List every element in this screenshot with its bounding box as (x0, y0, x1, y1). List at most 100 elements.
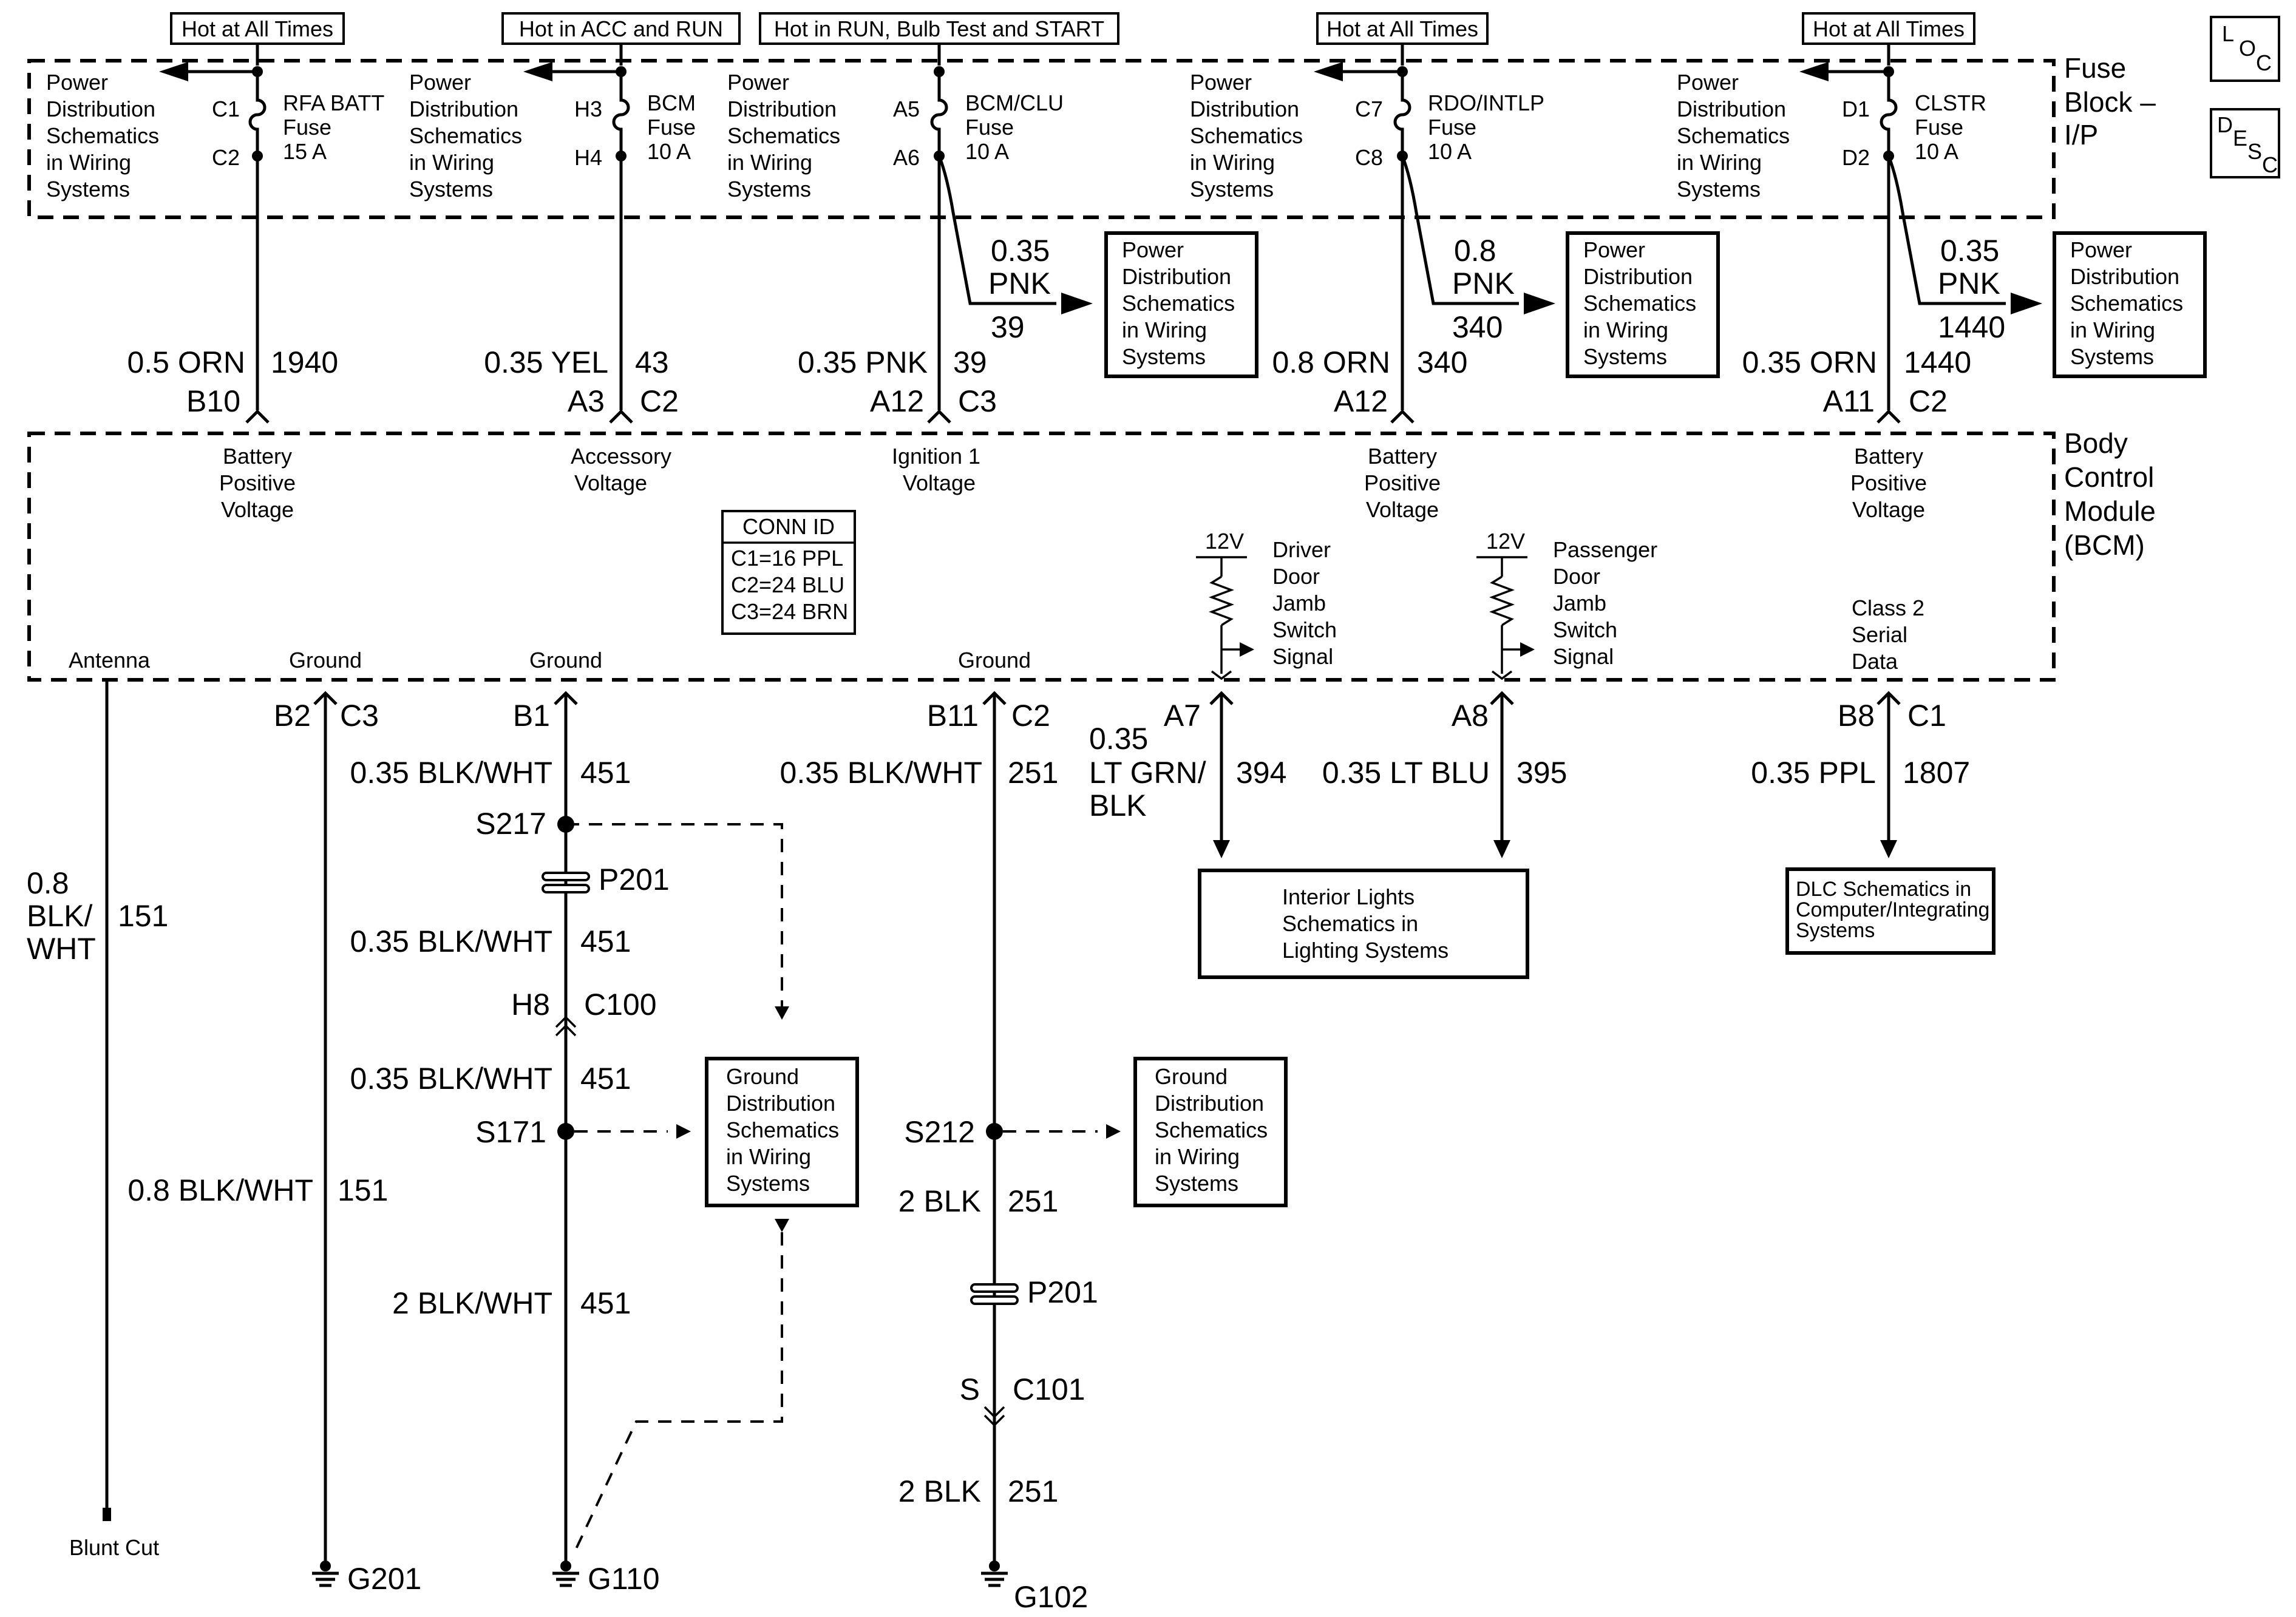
svg-text:Positive: Positive (1850, 470, 1927, 495)
desc-icon[interactable]: D E S C (2210, 108, 2280, 178)
svg-text:A3: A3 (568, 384, 605, 418)
svg-text:Class 2: Class 2 (1852, 595, 1924, 620)
svg-text:A8: A8 (1452, 699, 1489, 733)
svg-text:Schematics: Schematics (726, 1117, 839, 1142)
svg-text:B2: B2 (274, 699, 311, 733)
svg-text:Power: Power (2070, 237, 2132, 262)
bcm-input-ignition: Ignition 1 Voltage (892, 444, 980, 495)
svg-text:15 A: 15 A (283, 139, 327, 164)
svg-text:Control: Control (2064, 461, 2154, 493)
svg-text:LT GRN/: LT GRN/ (1089, 756, 1206, 790)
svg-text:Schematics: Schematics (1190, 123, 1303, 148)
loc-icon[interactable]: L O C (2210, 16, 2280, 82)
bcm-outline (27, 432, 2056, 682)
svg-text:Schematics: Schematics (1122, 291, 1235, 316)
svg-text:0.35 YEL: 0.35 YEL (484, 345, 608, 379)
upper-wire-43: 0.35 YEL 43 A3 C2 (484, 156, 679, 424)
svg-text:1807: 1807 (1903, 756, 1970, 790)
svg-text:(BCM): (BCM) (2064, 529, 2145, 561)
g201-wire-151: B2 C3 0.8 BLK/WHT 151 (127, 691, 388, 1562)
svg-text:Ground: Ground (726, 1064, 799, 1089)
svg-text:C100: C100 (584, 988, 657, 1022)
svg-text:C: C (2262, 152, 2278, 177)
bcm-input-battery-2: Battery Positive Voltage (1364, 444, 1441, 522)
svg-text:Hot at All Times: Hot at All Times (182, 16, 333, 41)
svg-text:WHT: WHT (27, 932, 96, 966)
svg-text:Schematics in: Schematics in (1282, 911, 1418, 936)
svg-text:CONN ID: CONN ID (742, 514, 835, 539)
svg-text:A11: A11 (1823, 384, 1875, 418)
svg-text:BCM/CLU: BCM/CLU (965, 90, 1064, 115)
svg-text:Signal: Signal (1553, 644, 1614, 669)
svg-text:BLK/: BLK/ (27, 899, 93, 933)
fuse-block-outline (27, 59, 2056, 219)
svg-text:451: 451 (580, 1062, 631, 1096)
svg-text:Voltage: Voltage (1852, 497, 1925, 522)
svg-text:Distribution: Distribution (409, 97, 518, 121)
svg-text:C2: C2 (640, 384, 679, 418)
svg-text:Hot at All Times: Hot at All Times (1813, 16, 1965, 41)
svg-text:394: 394 (1236, 756, 1286, 790)
svg-text:10 A: 10 A (1915, 139, 1958, 164)
svg-text:B11: B11 (927, 699, 979, 733)
hot-label-2: Hot in ACC and RUN (501, 12, 741, 45)
svg-text:Block –: Block – (2064, 86, 2156, 118)
svg-text:151: 151 (338, 1173, 388, 1207)
svg-text:C1=16 PPL: C1=16 PPL (731, 546, 843, 571)
svg-text:G110: G110 (588, 1562, 660, 1596)
svg-text:H4: H4 (574, 145, 602, 170)
svg-text:251: 251 (1008, 756, 1058, 790)
svg-text:in Wiring: in Wiring (2070, 317, 2155, 342)
svg-text:Schematics: Schematics (727, 123, 840, 148)
svg-text:O: O (2239, 36, 2256, 61)
svg-text:Battery: Battery (1368, 444, 1437, 469)
ground-dist-box-1: Ground Distribution Schematics in Wiring… (705, 1057, 859, 1207)
svg-text:C2: C2 (1011, 699, 1050, 733)
svg-text:C3: C3 (958, 384, 997, 418)
svg-text:0.35 BLK/WHT: 0.35 BLK/WHT (780, 756, 982, 790)
svg-text:Ground: Ground (1155, 1064, 1228, 1089)
svg-text:Power: Power (409, 70, 471, 95)
svg-text:D: D (2217, 112, 2233, 137)
svg-text:Fuse: Fuse (965, 115, 1014, 140)
svg-text:in Wiring: in Wiring (726, 1144, 811, 1169)
svg-text:Switch: Switch (1553, 617, 1617, 642)
bcm-input-battery-3: Battery Positive Voltage (1850, 444, 1927, 522)
svg-text:451: 451 (580, 756, 631, 790)
svg-text:Schematics: Schematics (2070, 291, 2183, 316)
svg-text:Fuse: Fuse (647, 115, 696, 140)
branch-340: 0.8 PNK 340 (1401, 155, 1555, 344)
svg-text:Fuse: Fuse (1428, 115, 1476, 140)
svg-text:2 BLK/WHT: 2 BLK/WHT (392, 1286, 552, 1320)
svg-text:BLK: BLK (1089, 788, 1147, 822)
svg-text:0.35: 0.35 (1089, 722, 1148, 756)
svg-text:10 A: 10 A (647, 139, 691, 164)
svg-text:PNK: PNK (1938, 266, 2000, 300)
splice-s217: S217 (475, 807, 574, 841)
fuse-rfa-batt: C1 C2 RFA BATT Fuse 15 A Power Distribut… (46, 44, 384, 202)
svg-text:Jamb: Jamb (1272, 591, 1326, 615)
svg-text:H8: H8 (511, 988, 550, 1022)
fuse-rdo-intlp: C7 C8 RDO/INTLP Fuse 10 A Power Distribu… (1190, 44, 1544, 202)
svg-text:in Wiring: in Wiring (727, 150, 812, 175)
svg-text:Systems: Systems (2070, 344, 2154, 369)
svg-text:2 BLK: 2 BLK (898, 1474, 981, 1508)
svg-text:151: 151 (118, 899, 168, 933)
svg-text:I/P: I/P (2064, 119, 2098, 151)
svg-text:Distribution: Distribution (1677, 97, 1786, 121)
svg-text:Distribution: Distribution (1583, 264, 1693, 289)
svg-text:Interior Lights: Interior Lights (1282, 884, 1415, 909)
svg-text:RFA BATT: RFA BATT (283, 90, 384, 115)
fuse-bcm-clu: A5 A6 BCM/CLU Fuse 10 A Power Distributi… (727, 44, 1064, 202)
svg-text:C7: C7 (1355, 97, 1383, 121)
svg-text:1940: 1940 (271, 345, 338, 379)
ground-g102-icon: G102 (981, 1561, 1088, 1614)
svg-text:10 A: 10 A (1428, 139, 1472, 164)
svg-text:Voltage: Voltage (903, 470, 976, 495)
svg-text:340: 340 (1452, 310, 1503, 344)
svg-text:G201: G201 (347, 1562, 421, 1596)
svg-text:Lighting Systems: Lighting Systems (1282, 938, 1449, 963)
svg-text:Systems: Systems (1583, 344, 1667, 369)
svg-text:0.35 ORN: 0.35 ORN (1742, 345, 1877, 379)
svg-text:Power: Power (1122, 237, 1184, 262)
